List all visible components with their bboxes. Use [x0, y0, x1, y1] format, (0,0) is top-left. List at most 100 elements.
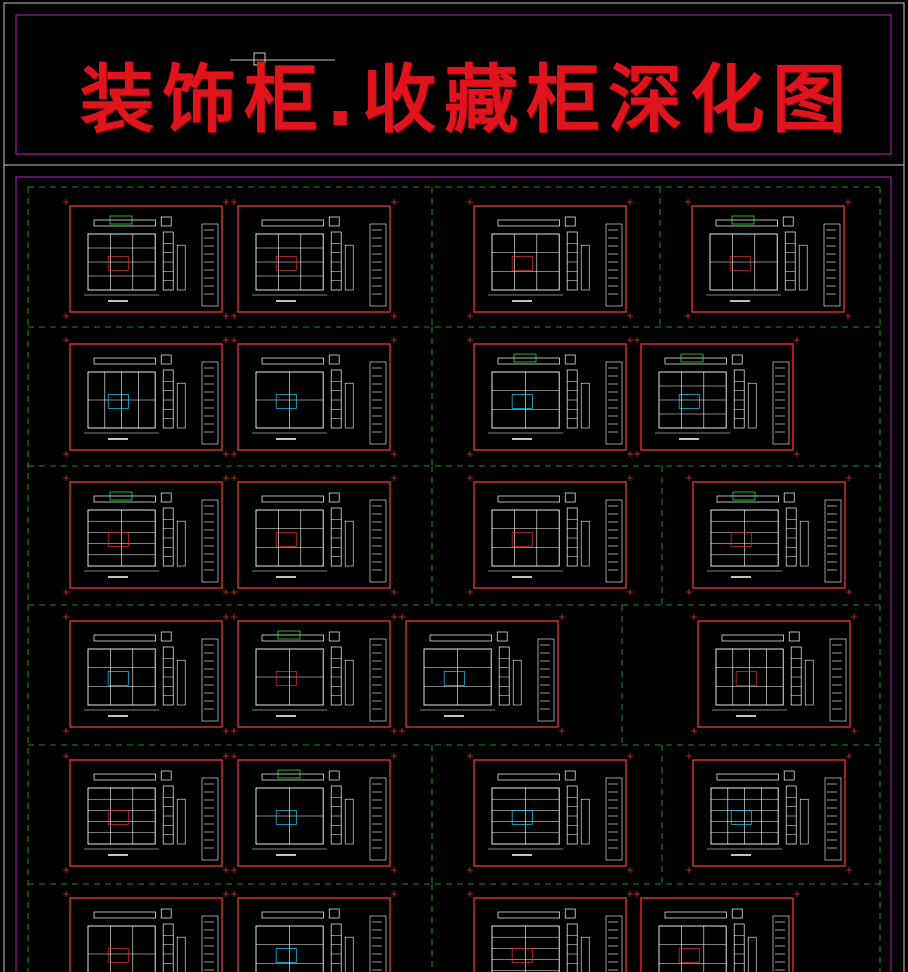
drawing-sheet-sheet-b3[interactable] [467, 337, 633, 457]
sheet-title-column [201, 223, 219, 307]
corner-mark [467, 753, 473, 759]
drawing-sheet-sheet-c2[interactable] [231, 475, 397, 595]
cabinet-side-section [344, 520, 354, 567]
cabinet-side-section [566, 369, 578, 429]
section-detail [328, 908, 340, 919]
corner-mark [231, 614, 237, 620]
drawing-sheet-sheet-d3[interactable] [399, 614, 565, 734]
corner-mark [851, 728, 857, 734]
corner-mark [846, 589, 852, 595]
title-marker [230, 52, 335, 66]
drawing-sheet-sheet-f1[interactable] [63, 891, 229, 972]
drawing-sheet-sheet-f3[interactable] [467, 891, 633, 972]
sheet-border [692, 481, 846, 589]
detail-callout [678, 948, 700, 963]
cabinet-side-section [344, 244, 354, 291]
cabinet-side-section [798, 244, 808, 291]
section-detail [497, 911, 560, 919]
detail-callout [511, 532, 533, 547]
sheet-border [473, 897, 627, 972]
detail-callout [511, 810, 533, 825]
drawing-sheet-sheet-e2[interactable] [231, 753, 397, 873]
section-detail [160, 492, 172, 503]
section-detail [496, 631, 508, 642]
section-detail [497, 357, 560, 365]
corner-mark [627, 313, 633, 319]
cabinet-side-section [330, 646, 342, 706]
drawing-sheet-sheet-b4[interactable] [634, 337, 800, 457]
corner-mark [467, 891, 473, 897]
section-detail [721, 634, 784, 642]
cabinet-side-section [344, 382, 354, 429]
drawing-sheet-sheet-b1[interactable] [63, 337, 229, 457]
sheet-border [69, 205, 223, 313]
corner-mark [391, 867, 397, 873]
corner-mark [559, 728, 565, 734]
sheet-border [237, 205, 391, 313]
corner-mark [223, 475, 229, 481]
sheet-border [473, 759, 627, 867]
drawing-sheet-sheet-e4[interactable] [686, 753, 852, 873]
corner-mark [63, 199, 69, 205]
drawing-sheet-sheet-c1[interactable] [63, 475, 229, 595]
corner-mark [846, 867, 852, 873]
sheet-border [69, 481, 223, 589]
title-block-frame [15, 14, 892, 155]
section-detail [277, 630, 301, 640]
cabinet-elevation [255, 509, 324, 567]
corner-mark [223, 867, 229, 873]
drawing-sheet-sheet-e3[interactable] [467, 753, 633, 873]
corner-mark [231, 475, 237, 481]
section-detail [564, 492, 576, 503]
section-detail [93, 219, 156, 227]
corner-mark [391, 451, 397, 457]
cabinet-side-section [566, 507, 578, 567]
corner-mark [231, 451, 237, 457]
sheet-border [473, 205, 627, 313]
section-detail [160, 216, 172, 227]
corner-mark [231, 891, 237, 897]
section-detail [564, 908, 576, 919]
sheet-border [237, 343, 391, 451]
drawing-sheet-sheet-d4[interactable] [691, 614, 857, 734]
section-detail [680, 353, 704, 363]
drawing-sheet-sheet-b2[interactable] [231, 337, 397, 457]
drawing-sheet-sheet-f4[interactable] [634, 891, 800, 972]
corner-mark [231, 867, 237, 873]
cabinet-side-section [162, 369, 174, 429]
corner-mark [627, 753, 633, 759]
detail-callout [275, 394, 297, 409]
detail-callout [730, 532, 752, 547]
sheet-title-column [829, 638, 847, 722]
sheet-title-column [201, 915, 219, 972]
drawing-sheet-sheet-d1[interactable] [63, 614, 229, 734]
corner-mark [846, 753, 852, 759]
drawing-sheet-sheet-f2[interactable] [231, 891, 397, 972]
drawing-sheet-sheet-a2[interactable] [231, 199, 397, 319]
drawing-sheet-sheet-a3[interactable] [467, 199, 633, 319]
detail-callout [735, 671, 757, 686]
corner-mark [63, 614, 69, 620]
corner-mark [845, 199, 851, 205]
corner-mark [391, 475, 397, 481]
cabinet-side-section [162, 646, 174, 706]
cabinet-side-section [733, 369, 745, 429]
corner-mark [634, 451, 640, 457]
corner-mark [63, 313, 69, 319]
drawing-sheet-sheet-d2[interactable] [231, 614, 397, 734]
sheet-title-column [605, 915, 623, 972]
sheet-border [69, 343, 223, 451]
section-detail [328, 492, 340, 503]
cabinet-side-section [176, 936, 186, 972]
drawing-sheet-sheet-c4[interactable] [686, 475, 852, 595]
cabinet-side-section [176, 520, 186, 567]
corner-mark [794, 337, 800, 343]
drawing-sheet-sheet-a4[interactable] [685, 199, 851, 319]
drawing-sheet-sheet-a1[interactable] [63, 199, 229, 319]
corner-mark [559, 614, 565, 620]
drawing-sheet-sheet-e1[interactable] [63, 753, 229, 873]
corner-mark [223, 199, 229, 205]
detail-callout [107, 532, 129, 547]
drawing-sheet-sheet-c3[interactable] [467, 475, 633, 595]
